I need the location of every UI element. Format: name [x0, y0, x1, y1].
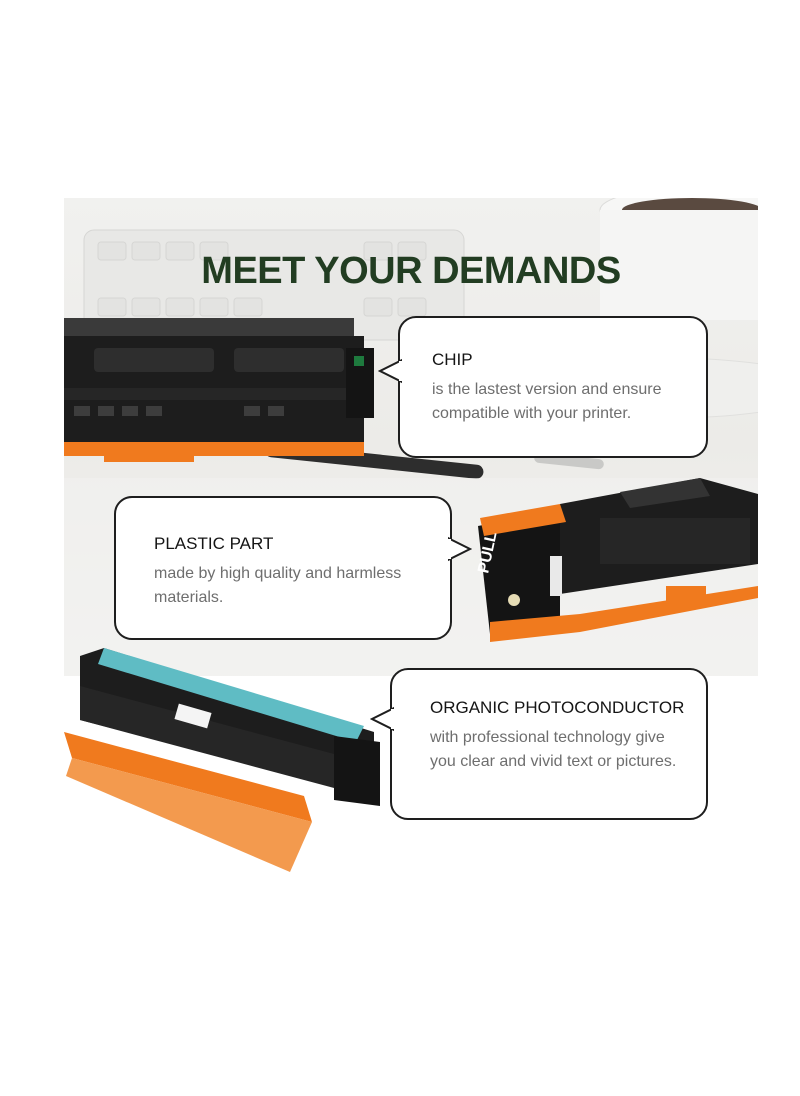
feature-bubble-organic-photoconductor: ORGANIC PHOTOCONDUCTOR with professional…: [370, 668, 708, 820]
feature-heading: PLASTIC PART: [154, 534, 274, 553]
bubble-pointer: [378, 358, 402, 384]
feature-bubble-plastic-part: PLASTIC PART made by high quality and ha…: [114, 496, 472, 640]
feature-bubble-chip: CHIP is the lastest version and ensure c…: [378, 316, 708, 458]
feature-description: is the lastest version and ensure compat…: [432, 381, 662, 422]
feature-description: made by high quality and harmless materi…: [154, 565, 402, 606]
chip-graphic: [354, 356, 364, 366]
feature-description: with professional technology give you cl…: [430, 729, 677, 770]
banner-title: MEET YOUR DEMANDS: [201, 250, 621, 292]
toner-cartridge-drum-view: [64, 648, 380, 872]
product-banner: MEET YOUR DEMANDS CHIP is the lastest ve…: [64, 198, 758, 898]
keyboard-graphic: [83, 229, 465, 341]
bubble-pointer: [370, 706, 394, 732]
feature-heading: ORGANIC PHOTOCONDUCTOR: [430, 698, 685, 717]
bubble-pointer: [448, 536, 472, 562]
coffee-cup-graphic: [599, 198, 758, 320]
toner-cartridge-side-view: PULL: [475, 478, 758, 642]
toner-cartridge-chip-view: [64, 318, 374, 462]
feature-heading: CHIP: [432, 350, 473, 369]
photoconductor-drum: [98, 648, 364, 742]
